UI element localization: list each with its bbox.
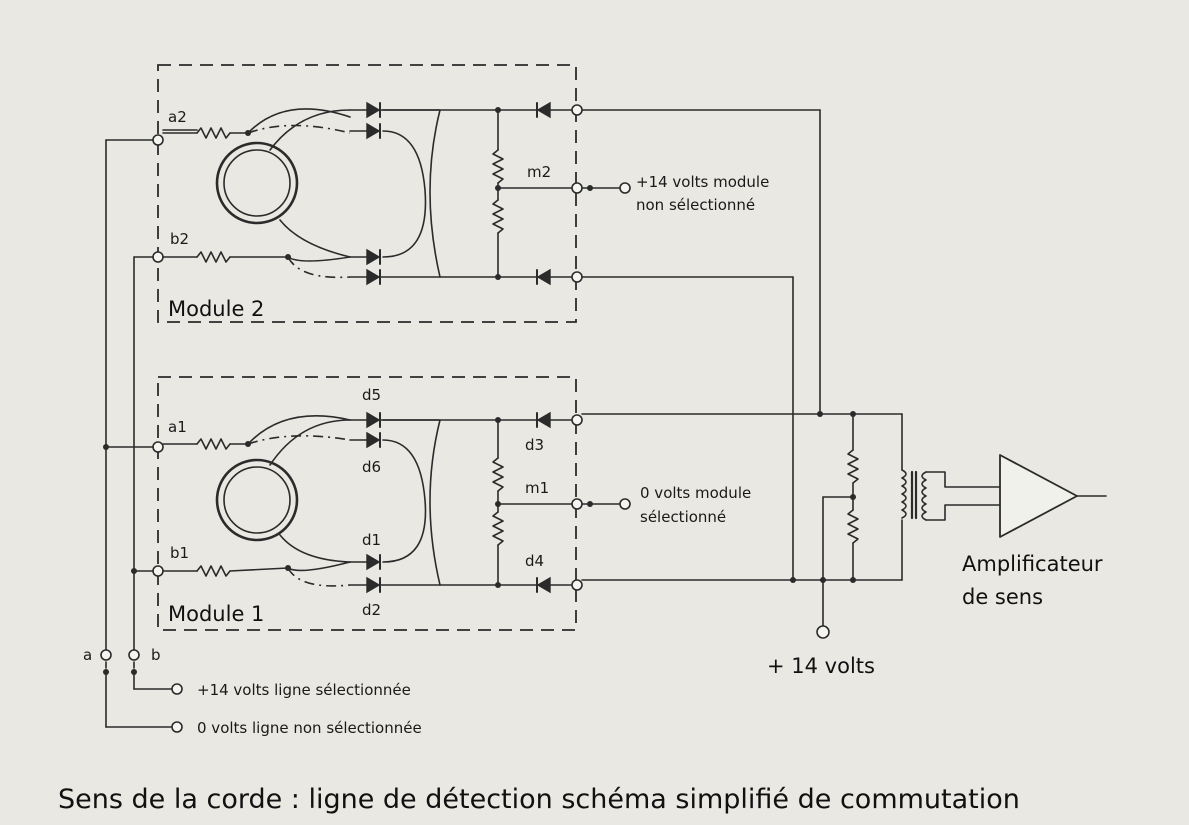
label-m2: m2 (527, 163, 551, 181)
label-b1: b1 (170, 544, 189, 562)
magnetic-core-1 (215, 458, 299, 542)
label-unselected-line: 0 volts ligne non sélectionnée (197, 719, 422, 737)
label-m2-line1: +14 volts module (636, 173, 769, 191)
label-amplifier-line2: de sens (962, 585, 1043, 609)
terminal-a1 (152, 441, 164, 453)
resistor-a2 (196, 127, 231, 139)
terminal-m2 (571, 182, 583, 194)
label-d3: d3 (525, 436, 544, 454)
label-m2-line2: non sélectionné (636, 196, 755, 214)
module-2: a2 b2 m2 +14 volts module non sélectionn… (152, 64, 769, 323)
caption: Sens de la corde : ligne de détection sc… (58, 784, 1020, 815)
label-supply: + 14 volts (767, 654, 875, 678)
module-1: a1 b1 d5 d6 d3 d1 d4 d2 m1 0 volts modul… (152, 376, 751, 631)
module-1-title: Module 1 (168, 602, 264, 626)
label-d6: d6 (362, 458, 381, 476)
terminal-b2 (152, 251, 164, 263)
label-b2: b2 (170, 230, 189, 248)
line-bus: a b +14 volts ligne sélectionnée 0 volts… (83, 139, 422, 737)
supply-terminal (816, 625, 830, 639)
terminal-m1 (571, 498, 583, 510)
label-a2: a2 (168, 108, 187, 126)
label-line-b: b (151, 646, 161, 664)
label-amplifier-line1: Amplificateur (962, 552, 1103, 576)
label-d5: d5 (362, 386, 381, 404)
magnetic-core-2 (215, 141, 299, 225)
amplifier-triangle (999, 454, 1078, 538)
label-d2: d2 (362, 601, 381, 619)
label-line-a: a (83, 646, 92, 664)
resistor-b2 (196, 251, 231, 263)
label-m1-line2: sélectionné (640, 508, 726, 526)
label-d1: d1 (362, 531, 381, 549)
label-selected-line: +14 volts ligne sélectionnée (197, 681, 411, 699)
label-a1: a1 (168, 418, 187, 436)
label-d4: d4 (525, 552, 544, 570)
terminal-a2 (152, 134, 164, 146)
sense-output: + 14 volts Amplificateur de sens (581, 109, 1107, 678)
terminal-b1 (152, 565, 164, 577)
label-m1-line1: 0 volts module (640, 484, 751, 502)
label-m1: m1 (525, 479, 549, 497)
module-2-title: Module 2 (168, 297, 264, 321)
